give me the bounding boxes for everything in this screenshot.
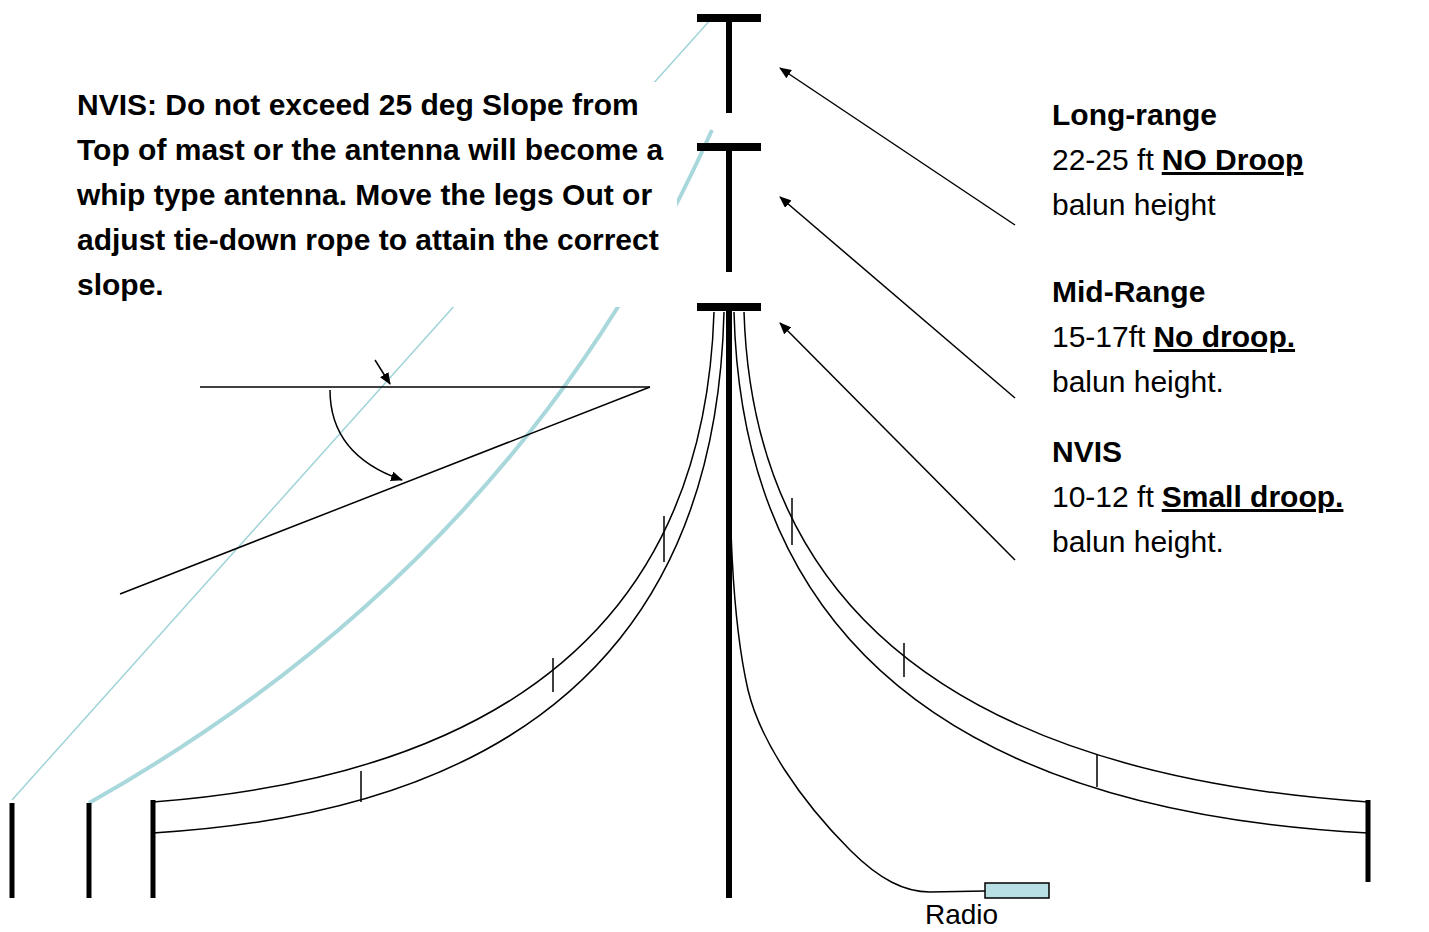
height-range: 10-12 ft xyxy=(1052,480,1154,514)
droop-spec: No droop. xyxy=(1153,320,1295,354)
height-range: 22-25 ft xyxy=(1052,143,1154,177)
droop-spec: Small droop. xyxy=(1162,480,1344,514)
balun-bar xyxy=(697,303,761,311)
pointer-arrows xyxy=(780,68,1015,560)
slope-reference xyxy=(120,387,650,594)
height-note: balun height. xyxy=(1052,525,1224,559)
coax-cable xyxy=(730,370,985,892)
long-range-mast xyxy=(726,18,732,113)
balun-bar xyxy=(697,143,761,151)
height-note: balun height xyxy=(1052,188,1215,222)
radio-label: Radio xyxy=(925,898,998,932)
ground-stakes xyxy=(12,800,1368,898)
radio-symbol xyxy=(985,883,1049,898)
nvis-note: NVIS: Do not exceed 25 deg Slope from To… xyxy=(77,82,677,307)
angle-arc xyxy=(330,390,402,480)
height-note: balun height. xyxy=(1052,365,1224,399)
antenna-legs xyxy=(153,312,1368,833)
range-heading: Long-range xyxy=(1052,98,1217,132)
balun-bar xyxy=(697,14,761,22)
mid-range-mast xyxy=(726,147,732,272)
range-heading: Mid-Range xyxy=(1052,275,1205,309)
long-range-leg xyxy=(12,18,712,800)
pointer-arrow xyxy=(375,360,390,384)
range-heading: NVIS xyxy=(1052,435,1122,469)
droop-spec: NO Droop xyxy=(1162,143,1304,177)
height-range: 15-17ft xyxy=(1052,320,1145,354)
horizontal-reference xyxy=(200,386,650,388)
